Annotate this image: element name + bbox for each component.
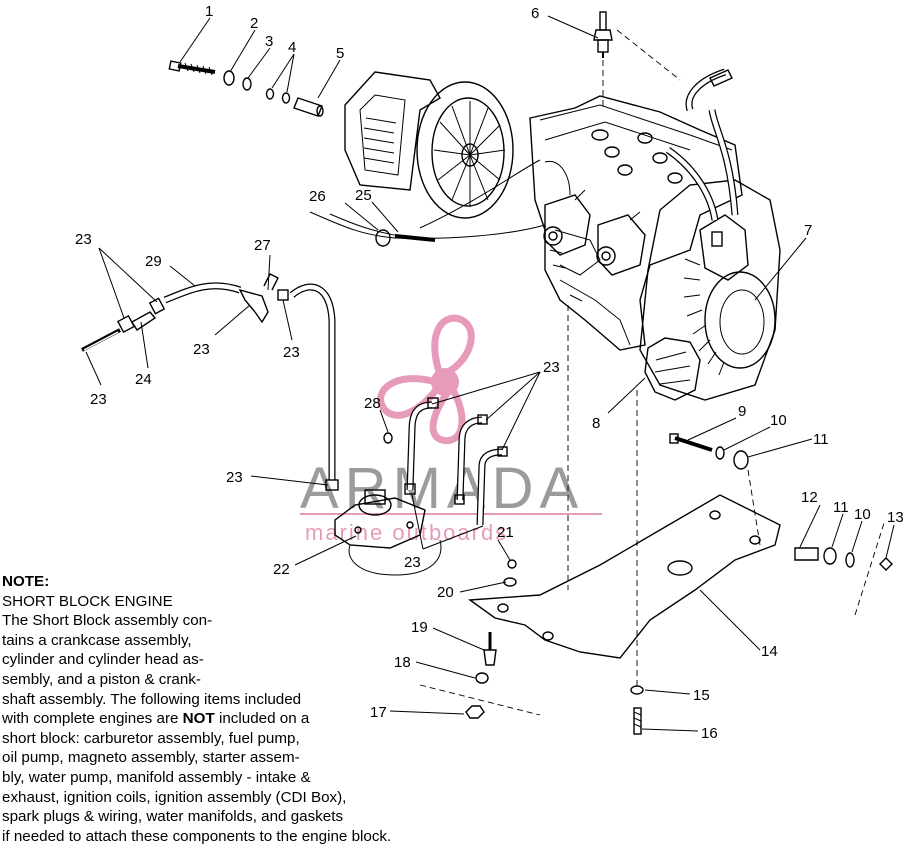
callout-23-c: 23 [193,341,210,358]
callout-4: 4 [288,39,296,56]
part-oring-3 [242,77,252,91]
callout-14: 14 [761,643,778,660]
callout-28: 28 [364,395,381,412]
callout-24: 24 [135,371,152,388]
callout-15: 15 [693,687,710,704]
callout-6: 6 [531,5,539,22]
note-heading: SHORT BLOCK ENGINE [2,592,173,610]
callout-23-f: 23 [543,359,560,376]
part-washer-2 [223,70,235,86]
leader-lines [85,15,895,732]
propeller-logo-icon [377,314,475,445]
callout-25: 25 [355,187,372,204]
callout-18: 18 [394,654,411,671]
callout-16: 16 [701,725,718,742]
spark-plug-wiring [665,68,739,221]
callout-23-b: 23 [90,391,107,408]
note-title: NOTE: [2,573,50,590]
callout-21: 21 [497,524,514,541]
mount-plate-14 [468,494,781,659]
callout-23-g: 23 [404,554,421,571]
callout-29: 29 [145,253,162,270]
mount-hardware-bottom [465,559,644,735]
callout-20: 20 [437,584,454,601]
callout-11-lower: 11 [833,499,849,516]
note-line-9: bly, water pump, manifold assembly - int… [2,768,311,786]
note-line-5: shaft assembly. The following items incl… [2,690,302,708]
part-oring-4b [281,92,291,104]
throttle-cable-25 [309,159,571,242]
note-line-7: short block: carburetor assembly, fuel p… [2,729,300,747]
callout-9: 9 [738,403,746,420]
watermark-title: ARMADA [300,456,584,521]
engine-block [529,95,743,351]
drive-clutch [344,71,514,219]
callout-27: 27 [254,237,271,254]
callout-12: 12 [801,489,818,506]
note-line-8: oil pump, magneto assembly, starter asse… [2,749,300,767]
note-line-12: if needed to attach these components to … [2,827,392,845]
callout-2: 2 [250,15,258,32]
starter-part-8 [644,337,701,401]
part-oring-4a [265,88,275,100]
callout-5: 5 [336,45,344,62]
callout-10-upper: 10 [770,412,787,429]
armada-logo-watermark: ARMADA marine outboards [300,314,602,545]
callout-7: 7 [804,222,812,239]
note-line-10: exhaust, ignition coils, ignition assemb… [2,788,347,806]
note-line-1: The Short Block assembly con- [2,612,213,630]
carburetor-assembly [543,189,646,276]
short-block-note: NOTE: SHORT BLOCK ENGINE The Short Block… [2,572,472,846]
mount-hardware-right [669,433,893,571]
callout-26: 26 [309,188,326,205]
part-clamp-26 [375,229,391,247]
pulse-and-fuel-hoses [383,397,508,526]
part-spark-plug-6 [593,11,613,58]
fuel-line-left [81,273,339,491]
callout-11-upper: 11 [813,431,829,448]
note-line-6: with complete engines are NOT included o… [2,709,472,729]
callout-23-d: 23 [283,344,300,361]
callout-17: 17 [370,704,387,721]
callout-3: 3 [265,33,273,50]
callout-8: 8 [592,415,600,432]
callout-23-e: 23 [226,469,243,486]
part-bolt-1 [168,60,216,76]
callout-10-lower: 10 [854,506,871,523]
note-line-4: sembly, and a piston & crank- [2,670,201,688]
callout-22: 22 [273,561,290,578]
note-line-3: cylinder and cylinder head as- [2,651,204,669]
part-spacer-5 [293,97,324,117]
centerlines [419,29,886,716]
callout-19: 19 [411,619,428,636]
note-line-11: spark plugs & wiring, water manifolds, a… [2,808,344,826]
note-line-2: tains a crankcase assembly, [2,631,192,649]
callout-13: 13 [887,509,904,526]
callout-1: 1 [205,3,213,20]
note-line-6-pre: with complete engines are [2,710,183,728]
callout-23-a: 23 [75,231,92,248]
callout-labels: 1 2 3 4 5 6 7 8 9 10 11 12 11 10 13 14 1… [75,3,904,742]
note-line-6-post: included on a [214,710,310,728]
note-line-6-bold: NOT [182,710,215,728]
